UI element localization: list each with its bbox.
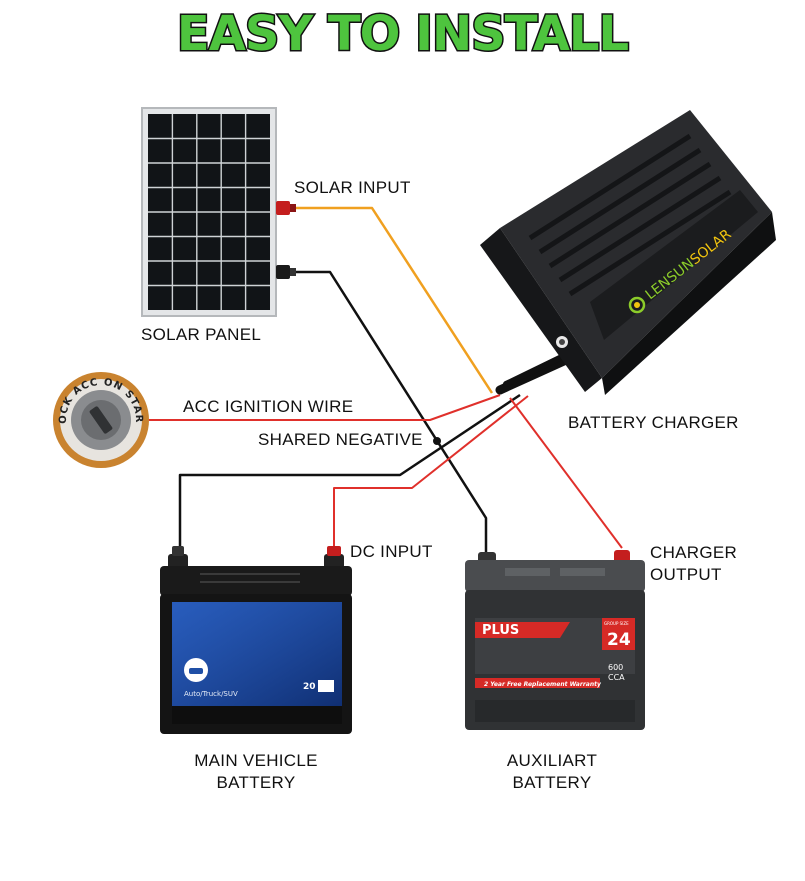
label-dc-input: DC INPUT <box>350 542 433 561</box>
label-battery-charger: BATTERY CHARGER <box>568 413 739 432</box>
main-battery-size: 20 <box>303 682 316 692</box>
aux-battery-group-label: GROUP SIZE <box>604 621 629 626</box>
label-main-battery-line1: MAIN VEHICLE <box>194 751 318 770</box>
acc-ignition-wire <box>148 394 501 421</box>
battery-charger-icon: LENSUNSOLAR <box>480 110 776 395</box>
label-charger-output-line1: CHARGER <box>650 543 738 562</box>
label-acc-ignition-wire: ACC IGNITION WIRE <box>183 397 354 416</box>
label-charger-output-line2: OUTPUT <box>650 565 722 584</box>
junction-dot <box>433 437 441 445</box>
aux-battery-warranty: 2 Year Free Replacement Warranty <box>484 681 602 688</box>
solar-positive-wire <box>290 206 494 394</box>
label-main-battery-line2: BATTERY <box>216 773 296 792</box>
aux-battery-cca-unit: CCA <box>608 673 625 682</box>
shared-negative-wire <box>178 393 521 560</box>
aux-battery-icon: PLUS GROUP SIZE 24 2 Year Free Replaceme… <box>465 550 645 730</box>
page-title: EASY TO INSTALL <box>175 5 630 64</box>
main-battery-caption: Auto/Truck/SUV <box>184 690 238 698</box>
wiring <box>148 206 623 560</box>
aux-battery-group: 24 <box>607 630 631 650</box>
label-aux-battery: AUXILIART BATTERY <box>462 750 642 794</box>
wiring-diagram: EASY TO INSTALL <box>0 0 776 794</box>
solar-negative-wire <box>290 270 488 552</box>
aux-battery-brand: PLUS <box>482 623 519 638</box>
label-aux-battery-line2: BATTERY <box>512 773 592 792</box>
label-solar-input: SOLAR INPUT <box>294 178 411 197</box>
dc-input-wire <box>333 395 529 552</box>
label-shared-negative: SHARED NEGATIVE <box>258 430 423 449</box>
label-charger-output: CHARGER OUTPUT <box>650 542 737 586</box>
main-battery-icon: Auto/Truck/SUV 20 <box>160 546 352 734</box>
connector-positive-icon <box>276 201 296 215</box>
label-solar-panel: SOLAR PANEL <box>141 325 262 344</box>
charger-output-wire <box>509 397 623 549</box>
solar-panel-icon <box>141 107 277 317</box>
connector-negative-icon <box>276 265 296 279</box>
label-main-battery: MAIN VEHICLE BATTERY <box>166 750 346 794</box>
aux-battery-cca-value: 600 <box>608 663 623 672</box>
label-aux-battery-line1: AUXILIART <box>506 751 598 770</box>
